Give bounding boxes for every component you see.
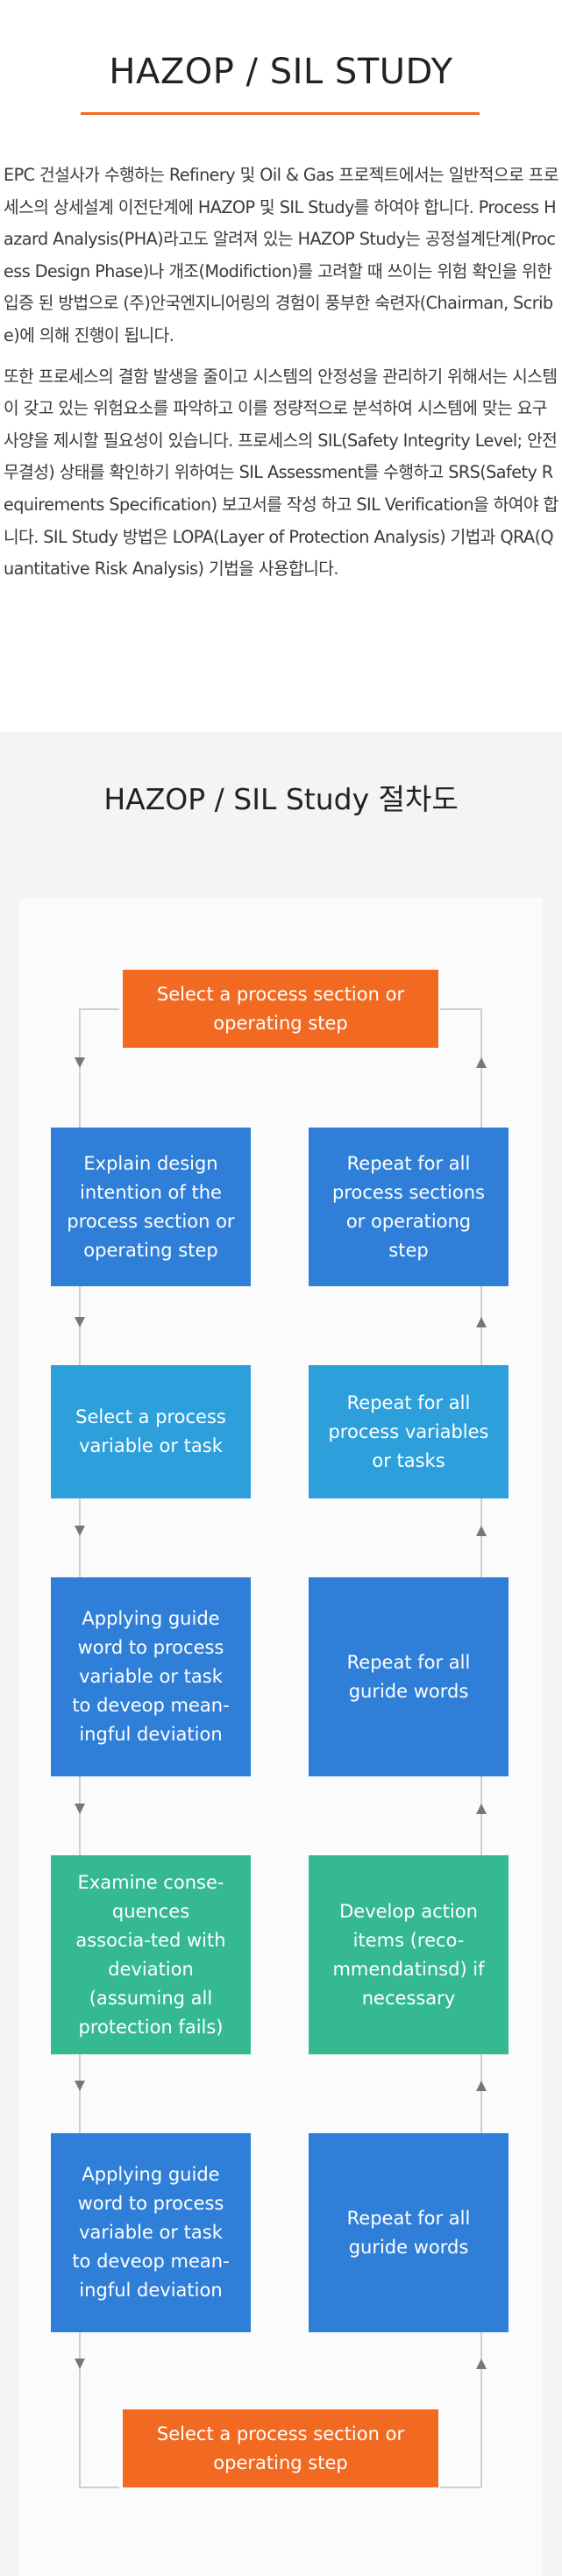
arrow-up-icon bbox=[476, 1804, 487, 1814]
arrow-down-icon bbox=[75, 2359, 85, 2369]
step-label: Applying guide word to process variable … bbox=[72, 1608, 230, 1745]
step-box-select-variable: Select a process variable or task bbox=[51, 1365, 251, 1498]
arrow-up-icon bbox=[476, 1317, 487, 1327]
step-label: Select a process variable or task bbox=[75, 1406, 226, 1456]
top-left-connector bbox=[79, 1008, 119, 1010]
step-box-apply-guide-word-2: Applying guide word to process variable … bbox=[51, 2133, 251, 2332]
step-label: Applying guide word to process variable … bbox=[72, 2164, 230, 2301]
step-label: Repeat for all process variables or task… bbox=[328, 1391, 489, 1471]
procedure-title: HAZOP / SIL Study 절차도 bbox=[103, 782, 459, 816]
flowchart: Select a process section or operating st… bbox=[19, 898, 542, 2576]
step-label: Repeat for all guride words bbox=[346, 2207, 471, 2258]
arrow-down-icon bbox=[75, 1317, 85, 1327]
arrow-up-icon bbox=[476, 1526, 487, 1536]
arrow-up-icon bbox=[476, 2359, 487, 2369]
arrow-up-icon bbox=[476, 1057, 487, 1068]
bottom-left-connector bbox=[79, 2487, 119, 2488]
step-label: Examine conse-quences associa-ted with d… bbox=[75, 1871, 226, 2038]
step-box-examine-consequences: Examine conse-quences associa-ted with d… bbox=[51, 1855, 251, 2054]
start-step-label: Select a process section or operating st… bbox=[156, 983, 405, 1034]
start-step-box: Select a process section or operating st… bbox=[123, 970, 438, 1048]
title-underline bbox=[81, 112, 480, 115]
arrow-up-icon bbox=[476, 2081, 487, 2091]
end-step-box: Select a process section or operating st… bbox=[123, 2409, 438, 2487]
intro-text: EPC 건설사가 수행하는 Refinery 및 Oil & Gas 프로젝트에… bbox=[0, 160, 562, 594]
step-label: Explain design intention of the process … bbox=[67, 1152, 235, 1261]
arrow-down-icon bbox=[75, 2081, 85, 2091]
arrow-down-icon bbox=[75, 1057, 85, 1068]
end-step-label: Select a process section or operating st… bbox=[156, 2423, 405, 2473]
procedure-panel: HAZOP / SIL Study 절차도 Select a process s… bbox=[0, 732, 562, 2576]
step-label: Develop action items (reco-mmendatinsd) … bbox=[332, 1900, 485, 2009]
arrow-down-icon bbox=[75, 1804, 85, 1814]
top-right-connector bbox=[440, 1008, 482, 1010]
intro-paragraph-1: EPC 건설사가 수행하는 Refinery 및 Oil & Gas 프로젝트에… bbox=[4, 165, 559, 345]
arrow-down-icon bbox=[75, 1526, 85, 1536]
step-box-apply-guide-word: Applying guide word to process variable … bbox=[51, 1577, 251, 1776]
intro-paragraph-2: 또한 프로세스의 결함 발생을 줄이고 시스템의 안정성을 관리하기 위해서는 … bbox=[4, 366, 558, 580]
step-box-repeat-guide-words-2: Repeat for all guride words bbox=[309, 2133, 509, 2332]
page-title: HAZOP / SIL STUDY bbox=[109, 52, 453, 92]
step-label: Repeat for all guride words bbox=[346, 1651, 471, 1702]
step-box-repeat-sections: Repeat for all process sections or opera… bbox=[309, 1128, 509, 1286]
step-box-develop-action-items: Develop action items (reco-mmendatinsd) … bbox=[309, 1855, 509, 2054]
step-box-explain-design: Explain design intention of the process … bbox=[51, 1128, 251, 1286]
step-label: Repeat for all process sections or opera… bbox=[332, 1152, 485, 1261]
step-box-repeat-variables: Repeat for all process variables or task… bbox=[309, 1365, 509, 1498]
bottom-right-connector bbox=[440, 2487, 482, 2488]
step-box-repeat-guide-words: Repeat for all guride words bbox=[309, 1577, 509, 1776]
